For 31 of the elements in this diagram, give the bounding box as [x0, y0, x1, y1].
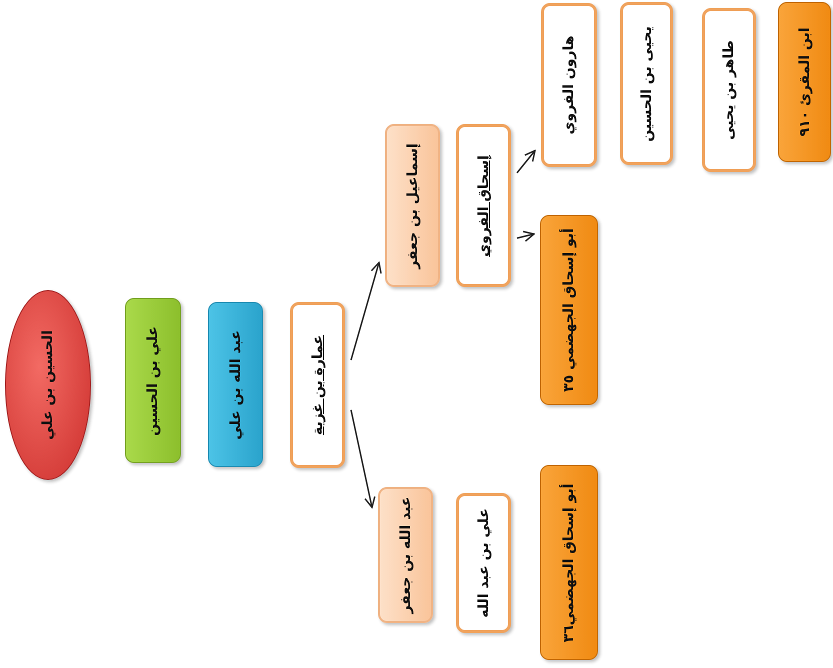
name-box: [540, 465, 598, 660]
name-text: هارون الفروي: [561, 36, 577, 134]
name-box: [778, 2, 831, 162]
arrow: [350, 410, 376, 508]
name-text: الحسين بن علي: [40, 330, 56, 440]
name-box: [456, 124, 511, 287]
name-box: [456, 493, 511, 633]
name-text: عبد الله بن جعفر: [398, 496, 414, 614]
name-box: [378, 487, 433, 623]
name-text: ابن المقرئ ٩١٠: [796, 27, 812, 137]
name-text: طاهر بن يحيى: [721, 40, 737, 140]
name-box: [385, 124, 440, 287]
arrow: [516, 230, 535, 242]
arrow: [350, 262, 382, 360]
name-text: عمارة بن غزية: [310, 334, 326, 436]
name-text: أبو إسحاق الجهضمي٣٦: [561, 483, 577, 642]
name-box: [541, 3, 597, 167]
name-box: [620, 2, 673, 165]
name-text: علي بن عبد الله: [476, 508, 492, 618]
arrow: [516, 150, 536, 174]
name-box: [125, 298, 181, 463]
name-box: [702, 8, 756, 172]
name-box: [290, 302, 345, 468]
name-box: [208, 302, 263, 467]
name-text: أبو إسحاق الجهضمي ٣٥: [561, 228, 577, 392]
name-text: عبد الله بن علي: [228, 330, 244, 440]
name-text: إسماعيل بن جعفر: [404, 142, 420, 268]
name-text: يحيى بن الحسين: [638, 26, 654, 142]
name-box: [540, 215, 598, 405]
name-text: علي بن الحسين: [145, 326, 161, 436]
name-text: إسحاق الفروي: [476, 154, 492, 256]
